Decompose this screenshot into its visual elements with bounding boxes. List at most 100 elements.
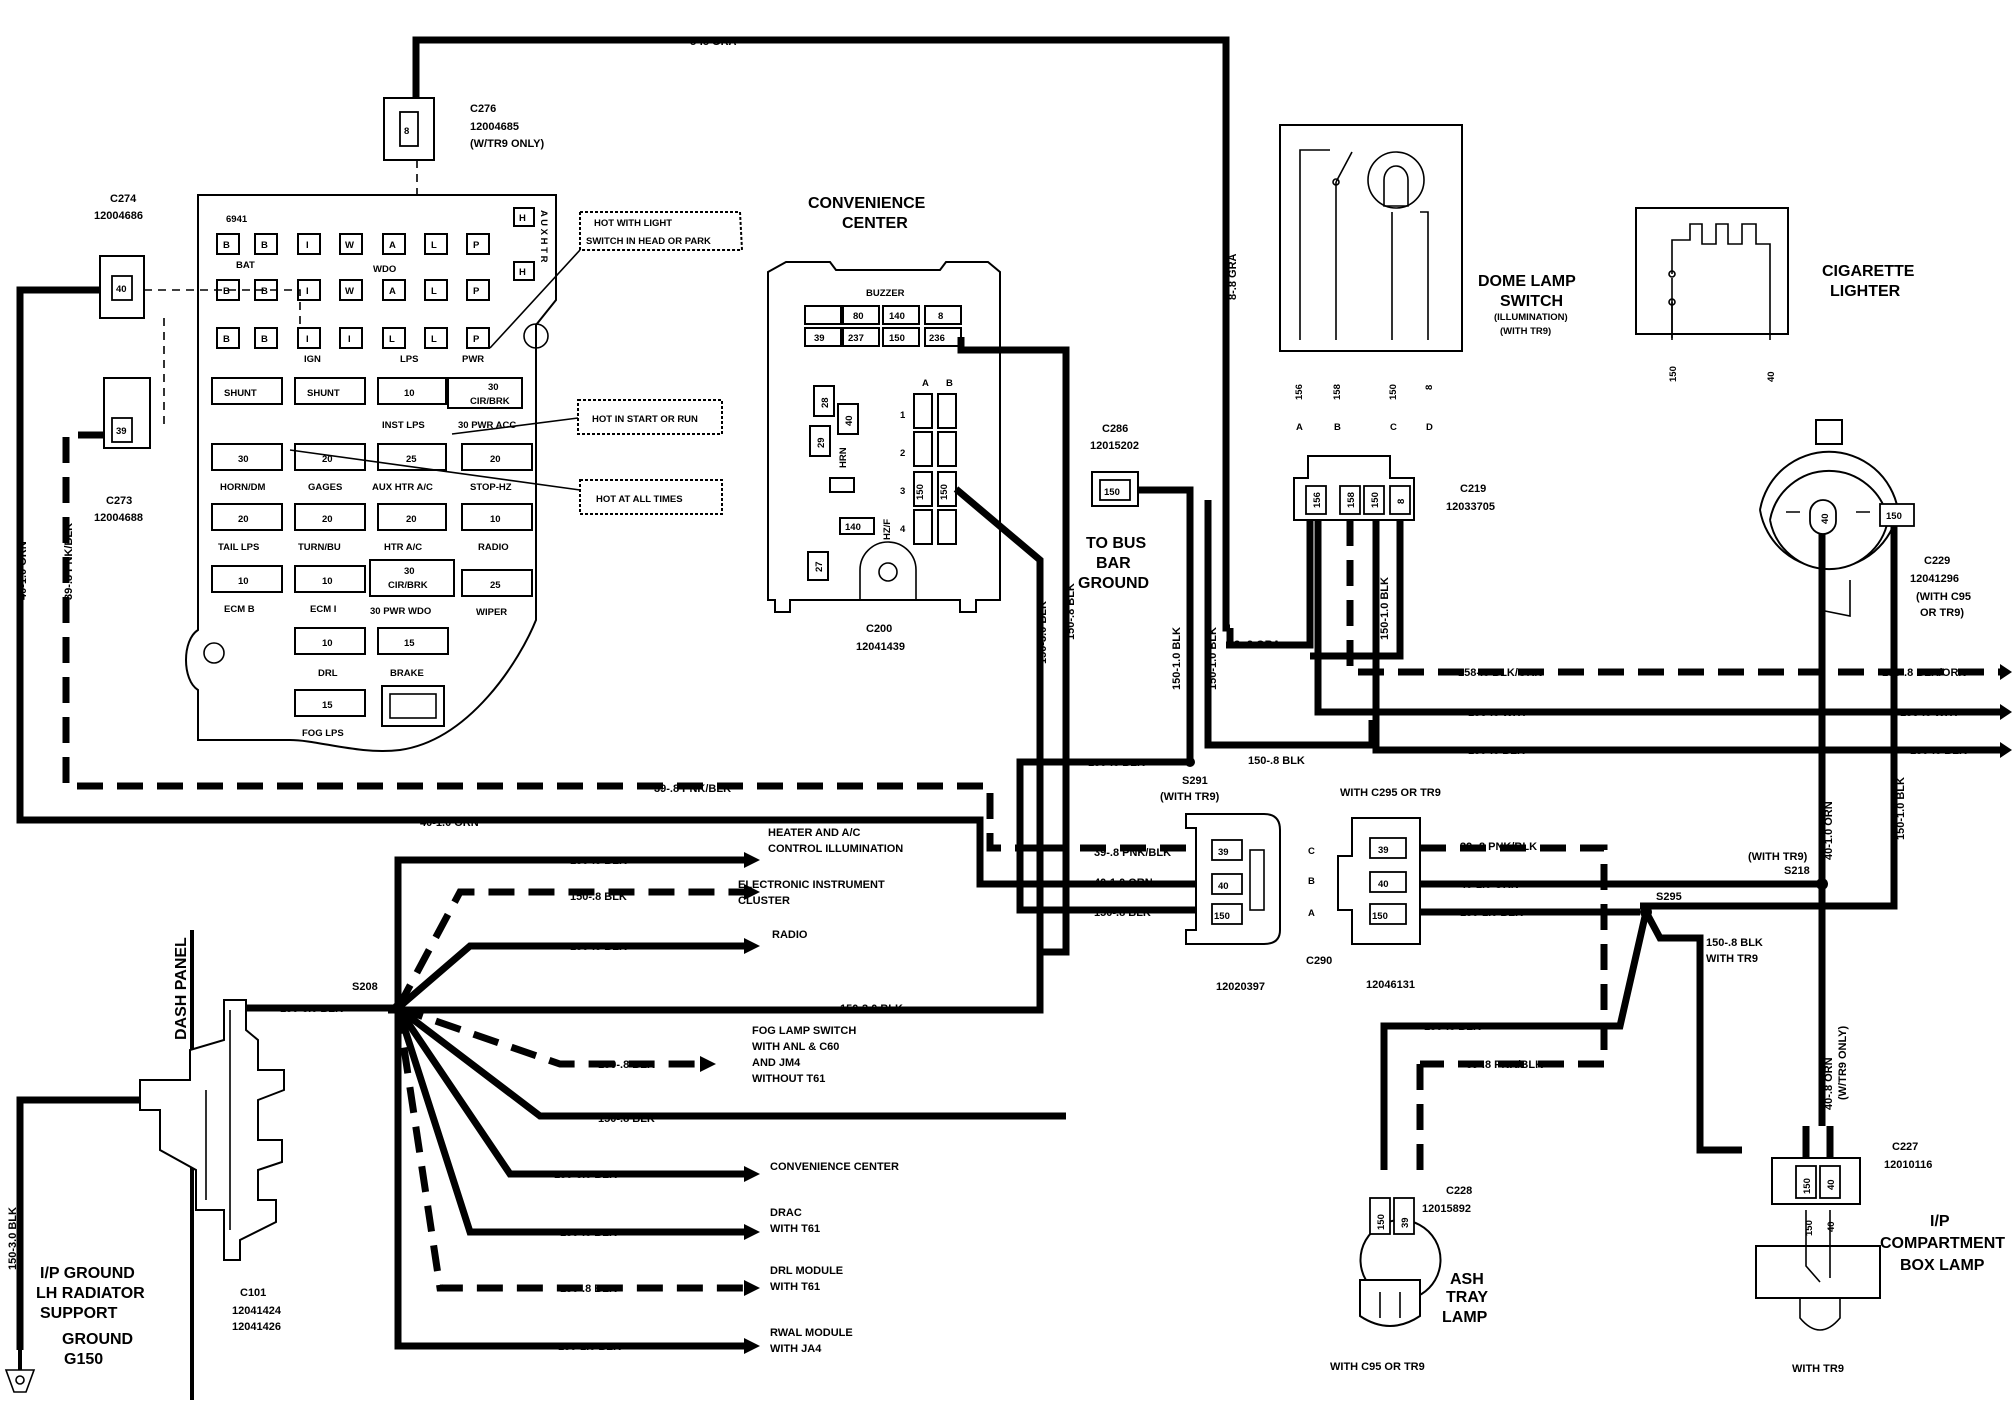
svg-text:39: 39 (116, 426, 127, 437)
svg-text:C: C (1390, 422, 1397, 433)
svg-text:150-.8 BLK: 150-.8 BLK (560, 1227, 617, 1239)
svg-text:A U X H T R: A U X H T R (538, 210, 549, 263)
svg-text:39: 39 (1400, 1217, 1411, 1228)
svg-text:P: P (473, 240, 480, 251)
splice-s208: S208 150-3.0 BLK 150-.5 BLK 150-.8 BLK 1… (236, 855, 1066, 1353)
svg-text:BAT: BAT (236, 260, 255, 271)
svg-text:(WITH TR9): (WITH TR9) (1748, 851, 1808, 863)
svg-text:B: B (223, 286, 230, 297)
svg-text:10: 10 (322, 638, 333, 649)
svg-text:39: 39 (814, 333, 825, 344)
svg-text:INST LPS: INST LPS (382, 420, 425, 431)
dome-lamp-switch: 156 158 150 8 A B C D DOME LAMP SWITCH (… (1279, 124, 1576, 433)
svg-text:CIR/BRK: CIR/BRK (388, 580, 428, 591)
wire-label-gra-top: 8-.8 GRA (690, 36, 737, 48)
svg-text:RADIO: RADIO (478, 542, 509, 553)
svg-text:C274: C274 (110, 193, 137, 205)
svg-text:150-.5 BLK: 150-.5 BLK (570, 855, 627, 867)
svg-text:39: 39 (1378, 845, 1389, 856)
svg-text:40: 40 (1218, 881, 1229, 892)
callout-start-run: HOT IN START OR RUN (451, 399, 723, 435)
svg-text:6941: 6941 (226, 214, 248, 225)
svg-text:WITH TR9: WITH TR9 (1792, 1363, 1844, 1375)
svg-text:150-3.0 BLK: 150-3.0 BLK (280, 1003, 343, 1015)
svg-text:B: B (1334, 422, 1341, 433)
svg-text:158-.8 BLK/ORN: 158-.8 BLK/ORN (1458, 667, 1542, 679)
svg-text:WITH C95 OR TR9: WITH C95 OR TR9 (1330, 1361, 1425, 1373)
svg-text:10: 10 (404, 388, 415, 399)
svg-text:HEATER AND A/C: HEATER AND A/C (768, 827, 861, 839)
svg-text:CONVENIENCE CENTER: CONVENIENCE CENTER (770, 1161, 899, 1173)
ground-g150: I/P GROUND LH RADIATOR SUPPORT GROUND G1… (4, 1265, 145, 1393)
svg-text:ECM I: ECM I (310, 604, 336, 615)
svg-text:30: 30 (238, 454, 249, 465)
svg-text:G150: G150 (64, 1351, 103, 1368)
svg-text:12041426: 12041426 (232, 1321, 281, 1333)
svg-text:12015202: 12015202 (1090, 440, 1139, 452)
connector-c286: 150 C286 12015202 TO BUS BAR GROUND (1078, 423, 1149, 592)
svg-text:30: 30 (404, 566, 415, 577)
svg-text:ECM B: ECM B (224, 604, 255, 615)
svg-text:HOT WITH LIGHT: HOT WITH LIGHT (594, 218, 672, 229)
svg-text:DRL MODULE: DRL MODULE (770, 1265, 843, 1277)
svg-text:30 PWR WDO: 30 PWR WDO (370, 606, 431, 617)
svg-text:WDO: WDO (373, 264, 396, 275)
svg-text:150-1.0 BLK: 150-1.0 BLK (1895, 777, 1907, 840)
svg-text:C229: C229 (1924, 555, 1950, 567)
svg-text:BRAKE: BRAKE (390, 668, 424, 679)
svg-text:WIPER: WIPER (476, 607, 507, 618)
svg-text:150-.5 BLK: 150-.5 BLK (570, 941, 627, 953)
destination-arrows (700, 852, 760, 1354)
svg-text:HOT AT ALL TIMES: HOT AT ALL TIMES (596, 494, 683, 505)
svg-text:LH RADIATOR: LH RADIATOR (36, 1285, 145, 1302)
fuse-letter-row-1: B B I W A L P (216, 233, 490, 255)
svg-text:12004685: 12004685 (470, 121, 519, 133)
svg-text:HZ/F: HZ/F (882, 519, 893, 540)
svg-text:GROUND: GROUND (62, 1331, 133, 1348)
svg-text:150-1.0 BLK: 150-1.0 BLK (558, 1341, 621, 1353)
svg-text:150: 150 (1104, 487, 1120, 498)
svg-text:TRAY: TRAY (1446, 1289, 1488, 1306)
svg-text:150: 150 (1886, 511, 1902, 522)
svg-text:8: 8 (404, 126, 409, 137)
svg-text:150-.8 BLK: 150-.8 BLK (1088, 757, 1145, 769)
svg-text:DASH PANEL: DASH PANEL (173, 937, 190, 1040)
svg-text:12033705: 12033705 (1446, 501, 1495, 513)
svg-text:WITH TR9: WITH TR9 (1706, 953, 1758, 965)
svg-text:28: 28 (820, 397, 831, 408)
svg-text:C290: C290 (1306, 955, 1332, 967)
svg-text:40: 40 (844, 415, 855, 426)
svg-text:150-1.0 BLK: 150-1.0 BLK (1460, 907, 1523, 919)
convenience-center: CONVENIENCE CENTER BUZZER 80 140 8 39 23… (767, 195, 1001, 653)
svg-text:LPS: LPS (400, 354, 418, 365)
svg-text:I: I (306, 240, 309, 251)
svg-text:156: 156 (1294, 384, 1305, 400)
svg-text:4: 4 (900, 524, 906, 535)
svg-text:20: 20 (406, 514, 417, 525)
svg-text:TURN/BU: TURN/BU (298, 542, 341, 553)
svg-text:150: 150 (1214, 911, 1230, 922)
svg-text:10: 10 (490, 514, 501, 525)
svg-text:(ILLUMINATION): (ILLUMINATION) (1494, 312, 1568, 323)
wire-label-gra-vert: 8-.8 GRA (1227, 253, 1239, 300)
connector-c273: 39 C273 12004688 (94, 377, 151, 524)
svg-text:40-1.0 ORN: 40-1.0 ORN (1094, 877, 1153, 889)
svg-text:150-.8 BLK: 150-.8 BLK (570, 891, 627, 903)
svg-text:B: B (223, 334, 230, 345)
svg-text:I: I (306, 286, 309, 297)
svg-text:8: 8 (1396, 499, 1407, 504)
svg-text:140: 140 (889, 311, 905, 322)
svg-text:L: L (431, 240, 437, 251)
connector-c219: 156 158 150 8 C219 12033705 (1293, 455, 1495, 521)
connector-c229: 40 150 C229 12041296 (WITH C95 OR TR9) (1759, 419, 1971, 619)
svg-text:SWITCH IN HEAD OR PARK: SWITCH IN HEAD OR PARK (586, 236, 711, 247)
svg-text:I/P: I/P (1930, 1213, 1950, 1230)
svg-text:150-.8 BLK: 150-.8 BLK (598, 1059, 655, 1071)
svg-text:150-.8 BLK: 150-.8 BLK (1065, 583, 1077, 640)
svg-text:39-.8 PNK/BLK: 39-.8 PNK/BLK (1460, 841, 1537, 853)
svg-text:150: 150 (1804, 1220, 1815, 1236)
svg-text:D: D (1426, 422, 1433, 433)
svg-text:C273: C273 (106, 495, 132, 507)
svg-text:HRN: HRN (838, 447, 849, 468)
svg-text:C228: C228 (1446, 1185, 1472, 1197)
